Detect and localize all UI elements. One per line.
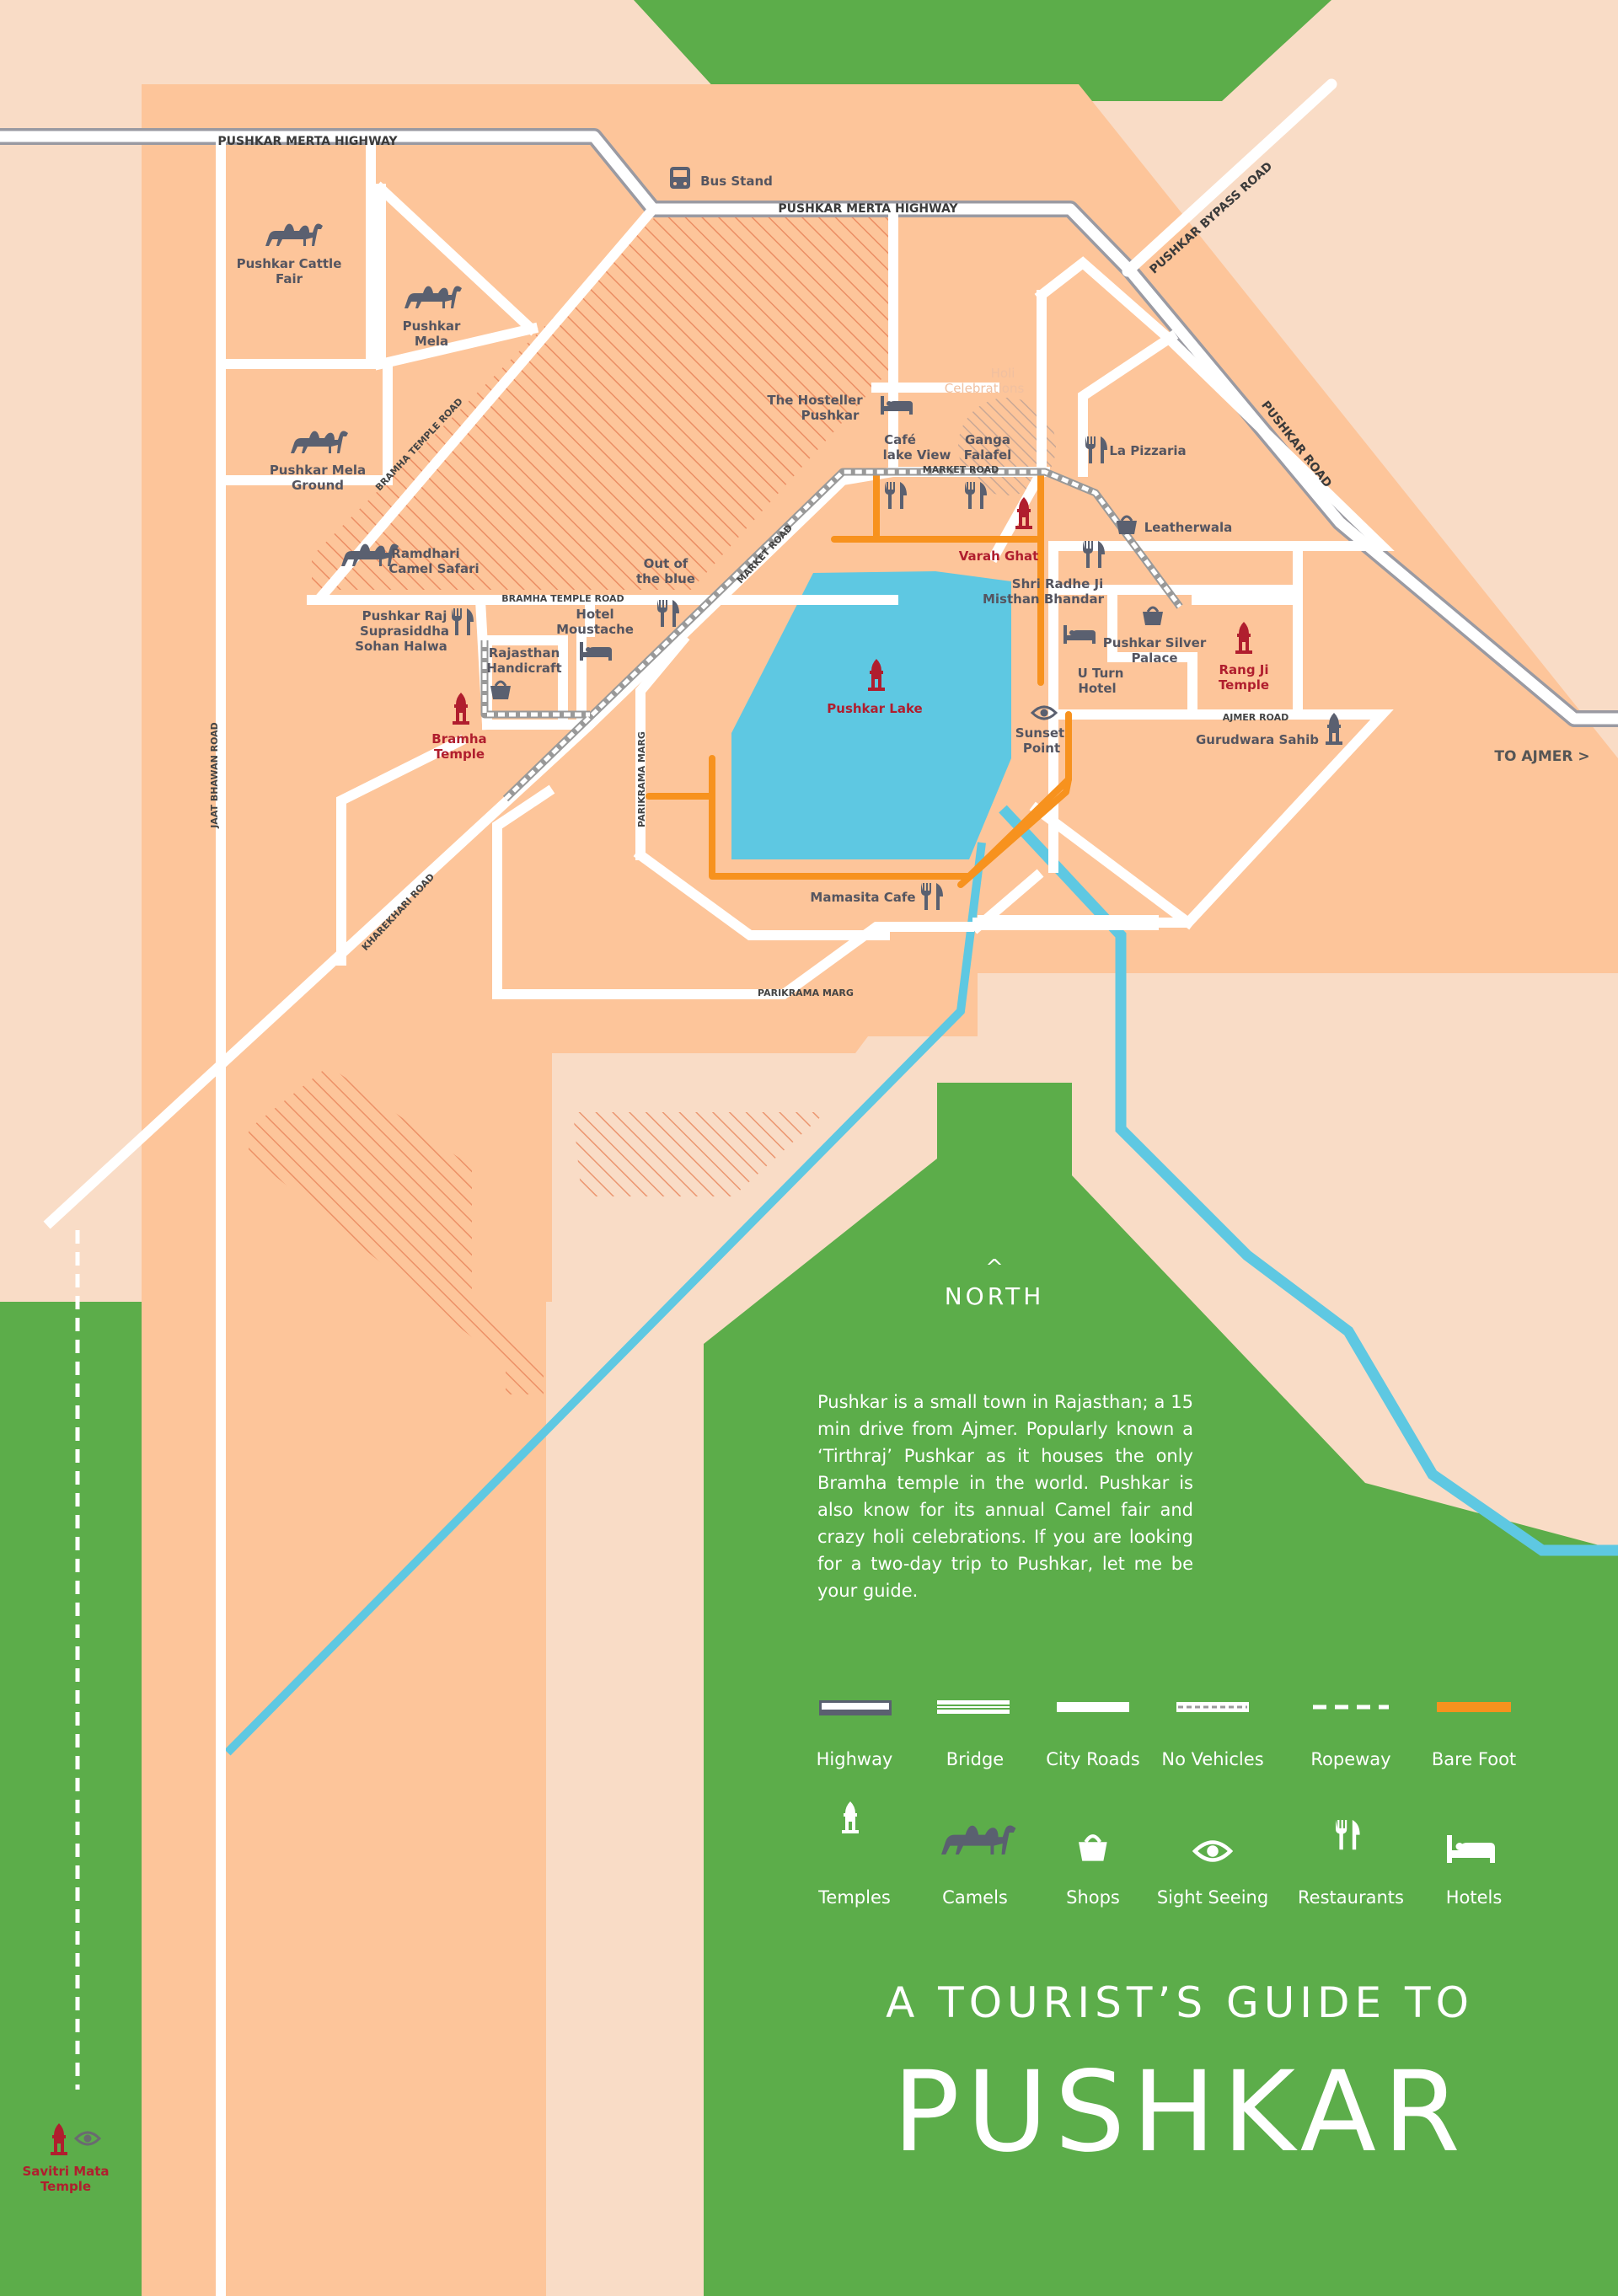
place-label: Holi bbox=[991, 366, 1015, 381]
place-label: Pushkar bbox=[403, 318, 461, 334]
place-label: Pushkar bbox=[801, 408, 860, 423]
legend-bare-foot-swatch bbox=[1437, 1702, 1511, 1712]
legend-no-vehicles-swatch bbox=[1176, 1702, 1249, 1712]
place-label: Temple bbox=[1219, 677, 1269, 693]
place-label: Sohan Halwa bbox=[355, 639, 447, 654]
place-label: Hotel bbox=[576, 607, 613, 622]
place-label: Rajasthan bbox=[489, 645, 560, 661]
place-label: Out of bbox=[644, 556, 688, 571]
bridge bbox=[978, 915, 1159, 930]
place-label: Moustache bbox=[556, 622, 634, 637]
bare-foot-paths bbox=[646, 470, 1072, 888]
legend-label-shops: Shops bbox=[1066, 1887, 1120, 1908]
place-label: Pushkar Mela bbox=[270, 463, 366, 478]
place-label: Point bbox=[1023, 741, 1060, 756]
road-label: AJMER ROAD bbox=[1223, 712, 1289, 723]
place-label: Ground bbox=[292, 478, 344, 493]
bus-stand-label: Bus Stand bbox=[700, 174, 773, 189]
place-label: Falafel bbox=[964, 447, 1012, 463]
place-label: Camel Safari bbox=[388, 561, 479, 576]
place-label: Palace bbox=[1131, 650, 1177, 666]
road-label: JAAT BHAWAN ROAD bbox=[209, 722, 220, 829]
place-label: Ramdhari bbox=[391, 546, 459, 561]
road-label: PARIKRAMA MARG bbox=[758, 987, 854, 998]
place-label: Ganga bbox=[965, 432, 1010, 447]
place-label: Rang Ji bbox=[1219, 662, 1268, 677]
place-label: Pushkar Lake bbox=[827, 701, 922, 716]
place-label: La Pizzaria bbox=[1109, 443, 1186, 458]
legend-label-restaurants: Restaurants bbox=[1298, 1887, 1404, 1908]
place-label: Pushkar Silver bbox=[1103, 635, 1207, 650]
north-arrow: ^ bbox=[985, 1255, 1004, 1281]
road-label: PUSHKAR MERTA HIGHWAY bbox=[217, 135, 398, 148]
place-label: Temple bbox=[434, 747, 485, 762]
place-label: Gurudwara Sahib bbox=[1196, 732, 1319, 747]
place-label: Sunset bbox=[1015, 725, 1064, 741]
legend-label-highway: Highway bbox=[816, 1749, 893, 1769]
green-area-south bbox=[704, 1083, 1618, 2296]
north-label: NORTH bbox=[944, 1282, 1045, 1310]
place-label: Café bbox=[884, 432, 916, 447]
legend-bridge-swatch bbox=[937, 1700, 1010, 1714]
green-area-west bbox=[0, 1302, 143, 2296]
place-label: Pushkar Raj bbox=[362, 608, 447, 624]
place-label: the blue bbox=[636, 571, 695, 586]
place-label: Leatherwala bbox=[1144, 520, 1233, 535]
place-label: The Hosteller bbox=[767, 393, 863, 408]
legend-lines bbox=[819, 1700, 1511, 1715]
legend-label-bridge: Bridge bbox=[946, 1749, 1005, 1769]
legend-label-sight-seeing: Sight Seeing bbox=[1156, 1887, 1269, 1908]
legend-label-ropeway: Ropeway bbox=[1310, 1749, 1391, 1769]
place-label: Savitri Mata bbox=[22, 2164, 109, 2179]
hatched-zone-south-west bbox=[249, 1066, 544, 1394]
road-label: PARIKRAMA MARG bbox=[636, 731, 647, 827]
place-label: Suprasiddha bbox=[360, 624, 449, 639]
road-label: PUSHKAR MERTA HIGHWAY bbox=[778, 202, 958, 216]
place-label: Pushkar Cattle bbox=[237, 256, 342, 271]
legend-label-city-roads: City Roads bbox=[1046, 1749, 1140, 1769]
hatched-mela-zone bbox=[312, 215, 889, 590]
river-east bbox=[999, 805, 1618, 1556]
title-line-1: A TOURIST’S GUIDE TO bbox=[886, 1978, 1474, 2027]
place-label: Misthan Bhandar bbox=[983, 591, 1105, 607]
pushkar-lake bbox=[731, 571, 1011, 859]
place-label: Bramha bbox=[431, 731, 486, 747]
legend-label-bare-foot: Bare Foot bbox=[1431, 1749, 1517, 1769]
place-label: Temple bbox=[40, 2179, 91, 2194]
place-label: Hotel bbox=[1078, 681, 1116, 696]
legend-label-no-vehicles: No Vehicles bbox=[1161, 1749, 1264, 1769]
to-ajmer-label: TO AJMER > bbox=[1494, 748, 1589, 765]
legend-label-camels: Camels bbox=[942, 1887, 1008, 1908]
green-park-north bbox=[634, 0, 1331, 101]
place-label: Fair bbox=[276, 271, 303, 286]
place-label: Mela bbox=[415, 334, 448, 349]
road-label: BRAMHA TEMPLE ROAD bbox=[501, 593, 624, 604]
place-label: Shri Radhe Ji bbox=[1012, 576, 1103, 591]
place-label: Celebrations bbox=[945, 381, 1025, 396]
land-strip-south bbox=[142, 1049, 546, 2296]
hatched-zone-south bbox=[573, 1112, 826, 1196]
place-label: Varah Ghat bbox=[959, 549, 1039, 564]
place-label: Mamasita Cafe bbox=[810, 890, 915, 905]
legend-label-temples: Temples bbox=[818, 1887, 891, 1908]
place-label: U Turn bbox=[1078, 666, 1124, 681]
river-south-west bbox=[224, 842, 986, 1756]
description-text: Pushkar is a small town in Rajasthan; a … bbox=[817, 1392, 1193, 1601]
place-label: Handicraft bbox=[486, 661, 561, 676]
page-title: PUSHKAR bbox=[892, 2047, 1467, 2177]
north-indicator: ^ NORTH bbox=[910, 1257, 1079, 1310]
road-label: MARKET ROAD bbox=[923, 464, 999, 475]
legend-label-hotels: Hotels bbox=[1445, 1887, 1503, 1908]
legend-city-roads-swatch bbox=[1057, 1702, 1129, 1712]
place-label: lake View bbox=[883, 447, 951, 463]
bus-icon bbox=[670, 167, 690, 189]
